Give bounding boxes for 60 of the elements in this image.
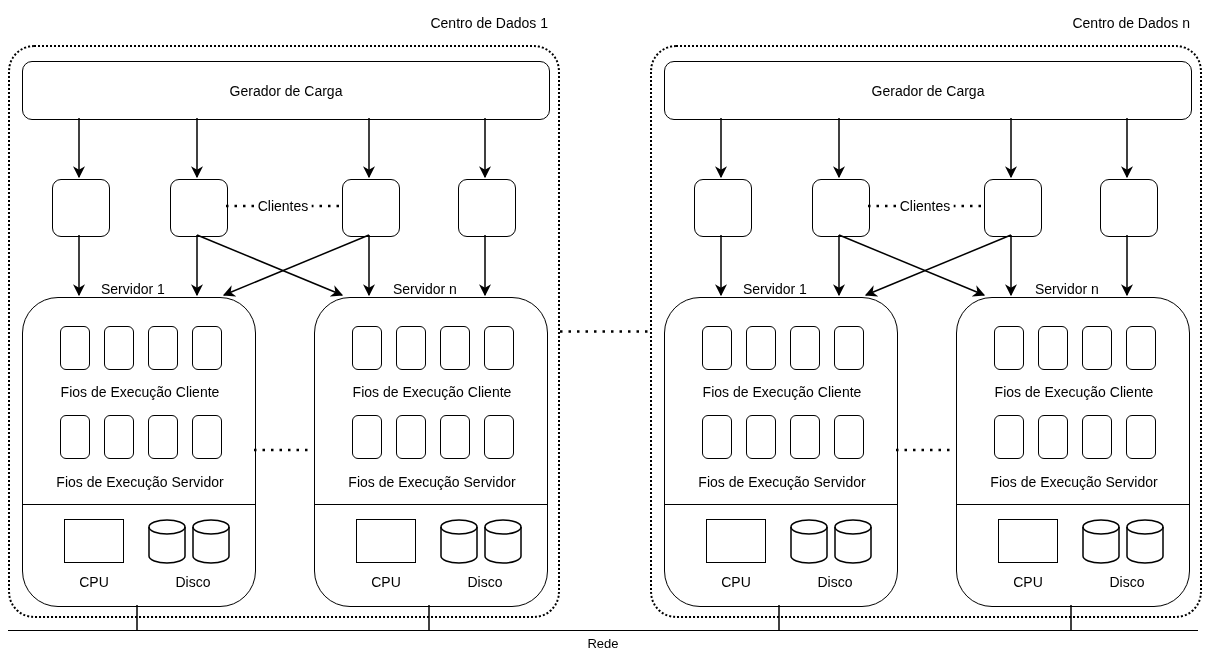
client-box bbox=[1100, 179, 1158, 237]
thread-group-label: Fios de Execução Servidor bbox=[56, 474, 224, 490]
client-box bbox=[342, 179, 400, 237]
connector-line bbox=[428, 604, 430, 631]
client-box bbox=[458, 179, 516, 237]
arrow bbox=[833, 117, 845, 179]
arrow bbox=[833, 234, 845, 297]
arrow bbox=[191, 234, 203, 297]
thread-group-label: Fios de Execução Cliente bbox=[60, 384, 220, 400]
region-heading: Centro de Dados 1 bbox=[430, 15, 548, 31]
arrow bbox=[838, 234, 986, 297]
thread-group-label: Fios de Execução Servidor bbox=[990, 474, 1158, 490]
arrow bbox=[864, 234, 1012, 297]
network-label: Rede bbox=[587, 636, 619, 651]
client-box bbox=[170, 179, 228, 237]
arrow bbox=[222, 234, 370, 297]
thread-group-label: Fios de Execução Servidor bbox=[698, 474, 866, 490]
component-label: Disco bbox=[1109, 574, 1145, 590]
arrow bbox=[1005, 117, 1017, 179]
component-label: CPU bbox=[371, 574, 401, 590]
client-box bbox=[694, 179, 752, 237]
arrow bbox=[363, 234, 375, 297]
arrow bbox=[1121, 117, 1133, 179]
thread-group-label: Fios de Execução Servidor bbox=[348, 474, 516, 490]
arrow bbox=[715, 234, 727, 297]
client-box bbox=[984, 179, 1042, 237]
client-box bbox=[52, 179, 110, 237]
region-heading: Centro de Dados n bbox=[1072, 15, 1190, 31]
component-label: Disco bbox=[817, 574, 853, 590]
box-title: Gerador de Carga bbox=[871, 82, 985, 99]
thread-group-label: Fios de Execução Cliente bbox=[702, 384, 862, 400]
client-box bbox=[812, 179, 870, 237]
server-heading: Servidor n bbox=[393, 281, 457, 297]
arrow bbox=[196, 234, 344, 297]
arrow bbox=[73, 117, 85, 179]
arrow bbox=[1005, 234, 1017, 297]
thread-group-label: Fios de Execução Cliente bbox=[994, 384, 1154, 400]
arrow bbox=[479, 117, 491, 179]
component-label: CPU bbox=[1013, 574, 1043, 590]
arrow bbox=[479, 234, 491, 297]
arrow bbox=[1121, 234, 1133, 297]
arrow bbox=[191, 117, 203, 179]
load-generator-box bbox=[664, 61, 1192, 120]
arrow bbox=[363, 117, 375, 179]
server-heading: Servidor n bbox=[1035, 281, 1099, 297]
server-heading: Servidor 1 bbox=[743, 281, 807, 297]
component-label: Disco bbox=[175, 574, 211, 590]
connector-line bbox=[778, 604, 780, 631]
server-heading: Servidor 1 bbox=[101, 281, 165, 297]
thread-group-label: Fios de Execução Cliente bbox=[352, 384, 512, 400]
arrow bbox=[73, 234, 85, 297]
connector-line bbox=[1070, 604, 1072, 631]
dotted-line bbox=[560, 330, 650, 333]
component-label: CPU bbox=[79, 574, 109, 590]
arrow bbox=[715, 117, 727, 179]
component-label: CPU bbox=[721, 574, 751, 590]
box-title: Gerador de Carga bbox=[229, 82, 343, 99]
load-generator-box bbox=[22, 61, 550, 120]
connector-line bbox=[136, 604, 138, 631]
component-label: Disco bbox=[467, 574, 503, 590]
